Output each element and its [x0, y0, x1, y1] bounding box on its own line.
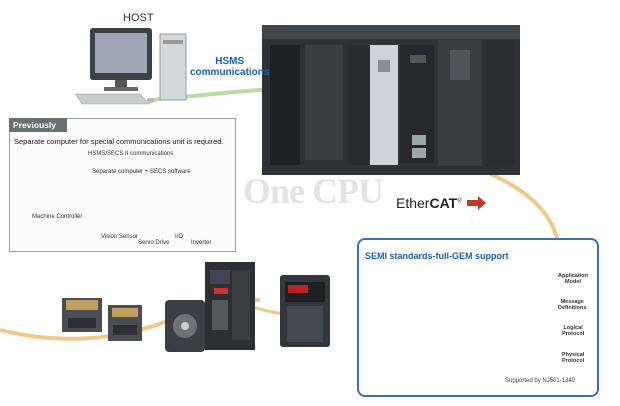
vision-sensor-icon	[62, 298, 142, 341]
physical-line1: Physical	[562, 352, 585, 358]
rs232-label: RS-232C	[376, 354, 399, 360]
gem300-line1: GEM300	[415, 268, 435, 274]
physical-line2: Protocol	[562, 358, 585, 364]
servo-drive-icon	[205, 262, 255, 350]
application-model-label: Application Model	[558, 273, 588, 285]
message-line2: Definitions	[558, 305, 587, 311]
logical-protocol-label: Logical Protocol	[562, 325, 584, 337]
inverter-label: Inverter	[191, 240, 212, 246]
ethercat-arrow-icon	[467, 196, 486, 210]
hsms-line1: HSMS	[215, 56, 245, 67]
message-definitions-label: Message Definitions	[558, 299, 586, 311]
logical-line1: Logical	[563, 325, 583, 331]
host-computer-icon	[74, 28, 187, 105]
non-gem-label: Non-GEM	[371, 271, 396, 277]
inverter-icon	[280, 275, 330, 347]
previously-tab: Previously	[9, 118, 67, 132]
ethercat-logo: EtherCAT®	[396, 195, 462, 211]
hsms-label: HSMS communications	[190, 56, 269, 78]
gem300-label: GEM300 E39OSS E87CMS, E40 PJM, E94 CJM, …	[415, 268, 504, 286]
semi-title: SEMI standards-full-GEM support	[365, 251, 509, 261]
servo-motor-icon	[165, 300, 205, 352]
supported-note: Supported by NJ501-1340	[505, 378, 576, 384]
servo-drive-label: Servo Drive	[138, 240, 170, 246]
semi-panel	[357, 238, 599, 397]
machine-controller-icon	[262, 25, 520, 175]
physical-protocol-label: Physical Protocol	[562, 352, 584, 364]
ethercat-prefix: Ether	[396, 195, 430, 211]
previously-description: Separate computer for special communicat…	[14, 137, 224, 146]
vision-sensor-label: Vision Sensor	[101, 234, 138, 240]
application-line1: Application	[558, 273, 588, 279]
hsms-line2: communications	[190, 67, 270, 78]
e4-label: E4 SECS-I	[380, 327, 407, 333]
ext-gem-label: Ext. GEM	[391, 271, 415, 277]
message-line1: Message	[560, 299, 584, 305]
gem300-line3: E87CMS, E40 PJM, E94 CJM, E90 STS	[415, 280, 505, 286]
io-label: I/O	[175, 234, 184, 240]
ethernet-label: Ethernet	[487, 354, 509, 360]
ethercat-suffix: CAT	[429, 195, 458, 211]
logical-line2: Protocol	[562, 331, 585, 337]
separate-computer-label: Separate computer + SECS software	[92, 169, 191, 175]
e37-label: E37 HSMS-SS	[479, 320, 517, 326]
tcpip-label: TCP/IP	[489, 334, 507, 340]
machine-controller-label: Machine Controller	[32, 214, 83, 220]
host-label: HOST	[123, 12, 154, 24]
e5-label: E5 SECS II	[423, 301, 451, 307]
hsms-secs-label: HSMS/SECS II communications	[88, 151, 174, 157]
application-line2: Model	[565, 279, 581, 285]
previously-panel	[9, 118, 236, 252]
ethercat-mark: ®	[457, 198, 462, 205]
one-cpu-watermark: One CPU	[243, 171, 384, 211]
gem300-line2: E39OSS	[415, 274, 435, 280]
